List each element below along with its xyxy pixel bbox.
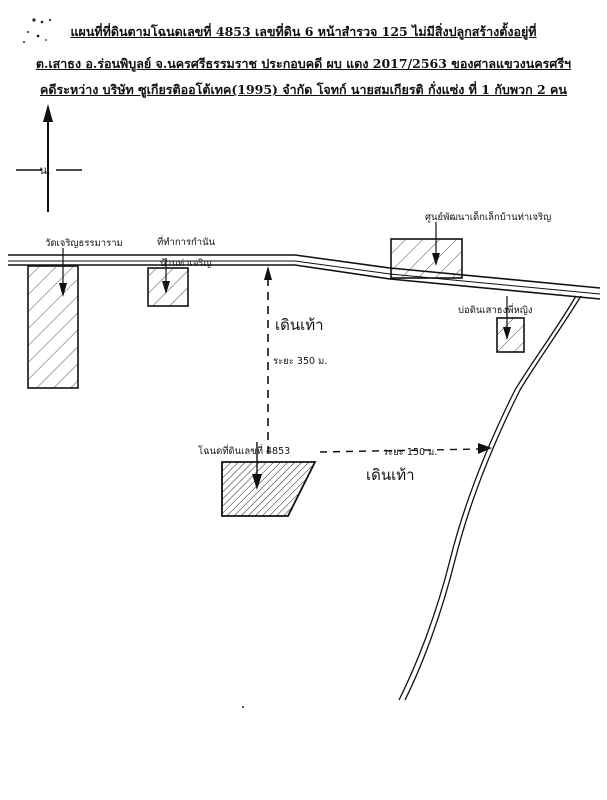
fish-pond-label: บ่อดินเสาธงพี่หญิง <box>458 303 532 316</box>
distance-north-label: ระยะ 350 ม. <box>273 356 327 367</box>
main-road <box>8 254 601 300</box>
subdistrict-office-plot <box>147 258 189 307</box>
subdistrict-office-label: ที่ทำการกำนัน <box>157 235 216 248</box>
deed-plot-label: โฉนดที่ดินเลขที่ 4853 <box>198 444 290 457</box>
childcare-center-label: ศูนย์พัฒนาเด็กเล็กบ้านท่าเจริญ <box>425 210 551 223</box>
header-line-3: คดีระหว่าง บริษัท ซูเกียรติออโต้เทค(1995… <box>40 82 567 97</box>
childcare-center-plot <box>390 222 463 279</box>
north-label: น. <box>39 164 50 177</box>
side-road <box>398 295 582 701</box>
village-label: บ้านท่าเจริญ <box>160 258 211 269</box>
walk-route-east <box>319 443 492 454</box>
temple-label: วัดเจริญธรรมาราม <box>45 238 123 249</box>
walk-east-handwriting: เดินเท้า <box>366 466 415 484</box>
walk-route-north <box>264 266 272 458</box>
header-line-2: ต.เสาธง อ.ร่อนพิบูลย์ จ.นครศรีธรรมราช ปร… <box>35 56 572 71</box>
distance-east-label: ระยะ 150 ม. <box>383 447 437 458</box>
temple-plot <box>27 248 79 389</box>
fish-pond-plot <box>496 296 525 353</box>
north-arrow-icon: น. <box>16 104 82 212</box>
deed-plot-4853 <box>221 442 317 517</box>
header-line-1: แผนที่ที่ดินตามโฉนดเลขที่ 4853 เลขที่ดิน… <box>70 24 537 39</box>
walk-north-handwriting: เดินเท้า <box>275 316 324 334</box>
scan-specks <box>23 18 244 708</box>
